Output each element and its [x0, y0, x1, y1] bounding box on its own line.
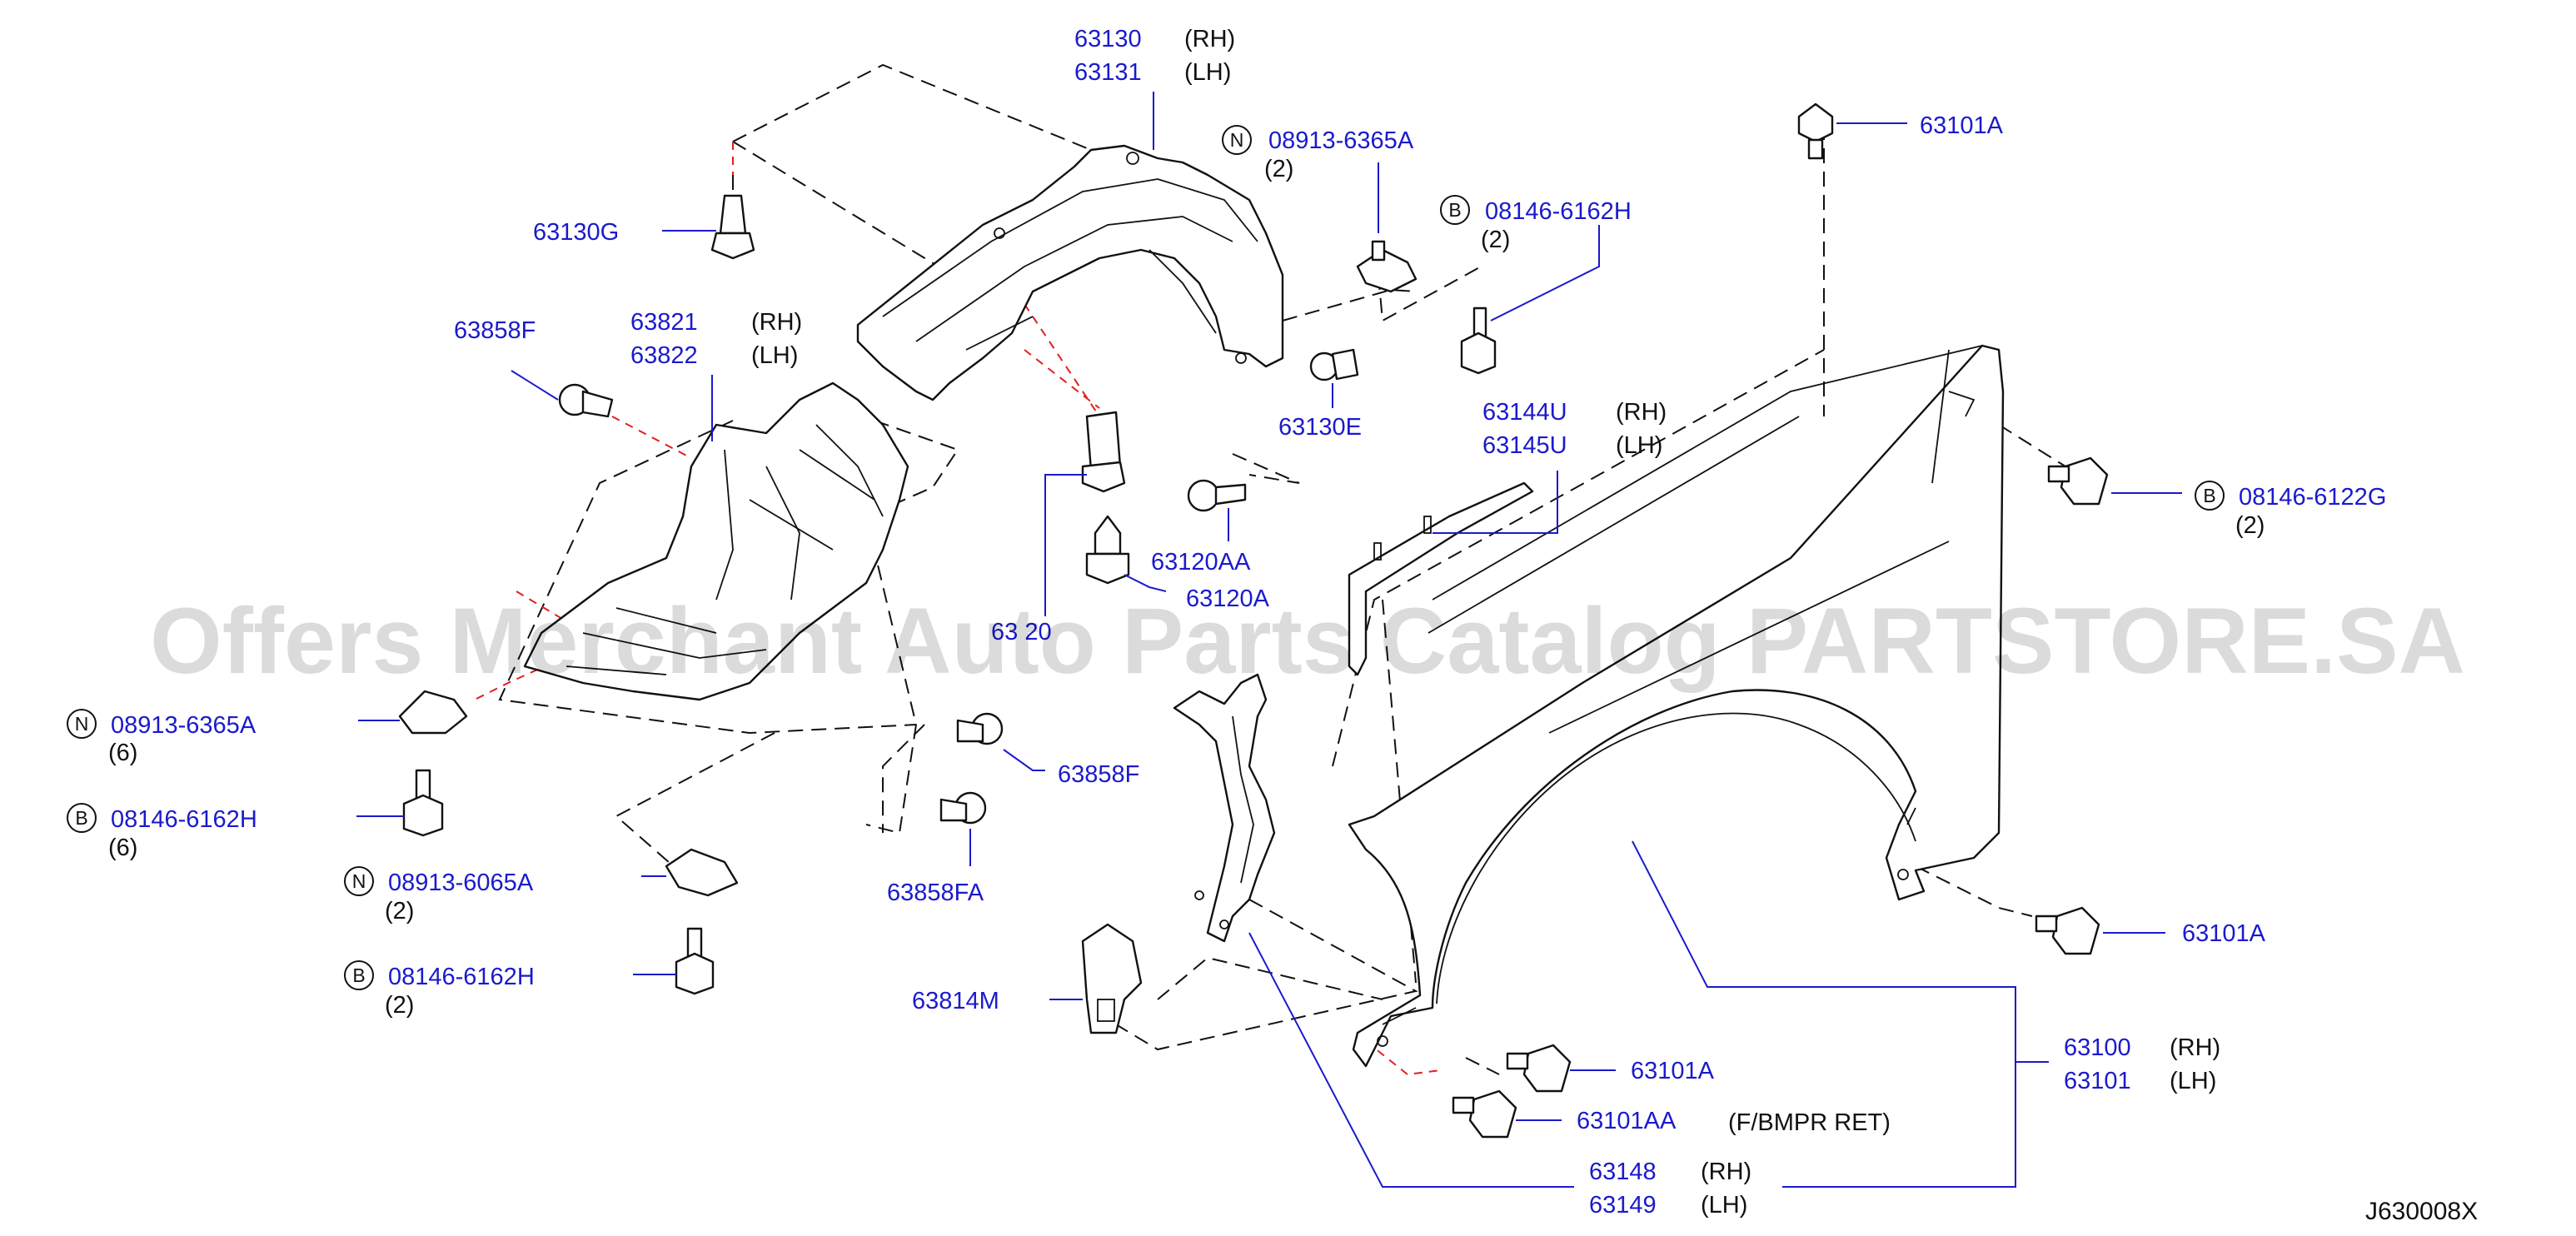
label-63858F-top: 63858F — [454, 317, 536, 344]
label-63145U-side: (LH) — [1616, 432, 1662, 459]
label-n-left: 08913-6365A — [111, 712, 257, 739]
badge-b-top-letter: B — [1448, 199, 1461, 221]
seal-strip — [1348, 481, 1534, 676]
letter-badges: N B B N B N B — [67, 125, 2225, 990]
badge-b-left — [67, 803, 97, 833]
label-63858FA: 63858FA — [887, 880, 984, 906]
fender-bracket — [1173, 673, 1276, 943]
label-63101A-bottom: 63101A — [1631, 1058, 1715, 1084]
label-63145U: 63145U — [1482, 432, 1567, 459]
clip-63858F-top — [558, 383, 614, 418]
bolt-63101AA — [1452, 1089, 1517, 1139]
label-b-right: 08146-6122G — [2239, 484, 2386, 511]
bracket-63814M — [1081, 923, 1143, 1034]
nut-63120-block — [1081, 411, 1126, 493]
clip-63130E — [1309, 348, 1359, 381]
label-63130G: 63130G — [533, 219, 619, 246]
label-hidden: 63 20 — [991, 619, 1052, 645]
clip-63858F-mid — [956, 712, 1004, 745]
label-63814M: 63814M — [912, 988, 999, 1014]
label-63149-side: (LH) — [1701, 1192, 1747, 1219]
badge-n-mid-letter: N — [352, 870, 366, 892]
clip-08913-6365A-top — [1356, 240, 1418, 293]
label-63100-side: (RH) — [2170, 1034, 2220, 1061]
label-63130E: 63130E — [1278, 414, 1362, 441]
red-guide-lines — [474, 142, 1442, 1076]
label-63120AA: 63120AA — [1151, 549, 1251, 576]
leader-lines — [356, 92, 2182, 1188]
label-63101A-right: 63101A — [2182, 920, 2266, 947]
label-63101-side: (LH) — [2170, 1068, 2216, 1094]
bolt-63101A-top — [1797, 102, 1834, 160]
watermark-text: Offers Merchant Auto Parts Catalog PARTS… — [150, 589, 2465, 693]
label-b-mid: 08146-6162H — [388, 964, 535, 990]
label-b-mid-qty: (2) — [385, 992, 414, 1019]
clip-63120AA — [1187, 479, 1247, 512]
clip-08913-6065A-mid — [665, 848, 739, 897]
label-63821: 63821 — [630, 309, 698, 336]
label-63131: 63131 — [1074, 59, 1142, 86]
label-63821-side: (RH) — [751, 309, 802, 336]
part-labels: 63130 (RH) 63131 (LH) 63130G 63858F 6382… — [108, 26, 2386, 1219]
label-n-mid-qty: (2) — [385, 898, 414, 925]
badge-b-left-letter: B — [75, 807, 87, 829]
label-63144U: 63144U — [1482, 399, 1567, 426]
label-63101: 63101 — [2064, 1068, 2131, 1094]
label-63101AA: 63101AA — [1577, 1108, 1677, 1134]
label-n-mid: 08913-6065A — [388, 870, 534, 896]
splash-shield — [856, 144, 1284, 401]
bolt-63101A-bottom — [1506, 1044, 1572, 1093]
label-b-left: 08146-6162H — [111, 806, 257, 833]
label-63148-side: (RH) — [1701, 1159, 1751, 1185]
bolt-08146-6162H-top — [1460, 307, 1497, 375]
label-n-left-qty: (6) — [108, 740, 137, 766]
label-63822-side: (LH) — [751, 342, 798, 369]
label-63858F-mid: 63858F — [1058, 761, 1139, 788]
clip-08913-6365A-left — [398, 690, 468, 735]
badge-b-right — [2195, 481, 2225, 511]
label-n-top-qty: (2) — [1264, 156, 1293, 182]
front-fender — [1348, 344, 2005, 1068]
label-63822: 63822 — [630, 342, 698, 369]
label-63130-side: (RH) — [1184, 26, 1235, 52]
badge-b-right-letter: B — [2203, 485, 2215, 506]
badge-b-mid — [344, 960, 374, 990]
under-cover — [523, 381, 909, 701]
assembly-guide-lines — [498, 63, 2066, 1075]
label-63131-side: (LH) — [1184, 59, 1231, 86]
grommet-63130G — [710, 194, 755, 260]
label-b-top-qty: (2) — [1481, 227, 1510, 253]
badge-n-top-letter: N — [1230, 129, 1244, 151]
clip-63120A — [1085, 515, 1130, 585]
label-63100: 63100 — [2064, 1034, 2131, 1061]
label-63101AA-note: (F/BMPR RET) — [1728, 1109, 1891, 1136]
label-b-top: 08146-6162H — [1485, 198, 1632, 225]
label-63144U-side: (RH) — [1616, 399, 1667, 426]
label-63148: 63148 — [1589, 1159, 1657, 1185]
label-63149: 63149 — [1589, 1192, 1657, 1219]
clip-63858FA — [939, 791, 987, 825]
diagram-reference-code: J630008X — [2365, 1198, 2478, 1225]
badge-n-mid — [344, 866, 374, 896]
label-b-left-qty: (6) — [108, 835, 137, 861]
label-63130: 63130 — [1074, 26, 1142, 52]
label-b-right-qty: (2) — [2235, 512, 2265, 539]
badge-b-top — [1440, 195, 1470, 225]
label-n-top: 08913-6365A — [1268, 127, 1414, 154]
bolt-08146-6162H-left — [402, 769, 444, 837]
badge-b-mid-letter: B — [352, 964, 365, 986]
bolt-63101A-right — [2035, 906, 2100, 955]
badge-n-left-letter: N — [75, 713, 89, 735]
badge-n-left — [67, 709, 97, 739]
label-63120A: 63120A — [1186, 586, 1270, 612]
bolt-08146-6122G-right — [2047, 456, 2109, 506]
badge-n-top — [1222, 125, 1252, 155]
bolt-08146-6162H-mid — [675, 927, 715, 995]
label-63101A-top: 63101A — [1920, 112, 2004, 139]
